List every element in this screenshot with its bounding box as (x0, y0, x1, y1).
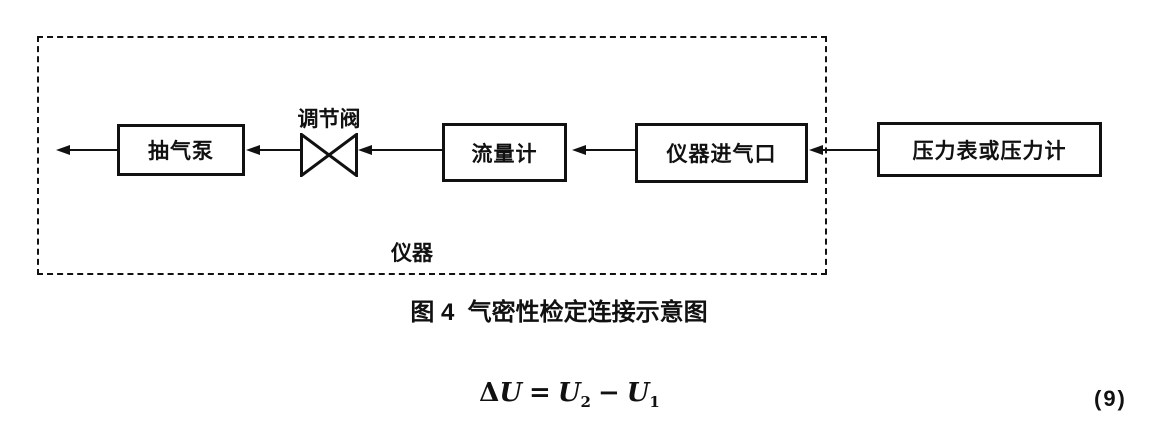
equation: ΔU=U2−U1 (427, 378, 712, 412)
equation-term2-var: U (557, 378, 581, 408)
arrow-left-icon (358, 145, 372, 155)
equation-equals: = (529, 378, 551, 408)
equation-term1-subscript: 1 (649, 393, 660, 412)
instrument-dashed-boundary (37, 36, 827, 275)
arrow-left-icon (246, 145, 260, 155)
equation-lhs-var: U (499, 378, 523, 408)
flow-meter-box: 流量计 (442, 123, 567, 182)
equation-term1-var: U (626, 378, 650, 408)
instrument-boundary-label: 仪器 (391, 242, 433, 265)
pressure-gauge-box: 压力表或压力计 (877, 122, 1102, 177)
pump-label: 抽气泵 (148, 140, 214, 163)
instrument-inlet-box: 仪器进气口 (635, 123, 808, 183)
arrow-left-icon (809, 145, 823, 155)
valve-icon (300, 133, 358, 177)
arrow-shaft (821, 149, 878, 151)
flow-meter-label: 流量计 (471, 142, 538, 166)
valve-label: 调节阀 (297, 108, 361, 131)
arrow-shaft (584, 149, 635, 151)
arrow-left-icon (572, 145, 586, 155)
arrow-shaft (370, 149, 442, 151)
arrow-left-icon (56, 145, 70, 155)
equation-delta: Δ (479, 378, 500, 408)
arrow-shaft (68, 149, 117, 151)
instrument-inlet-label: 仪器进气口 (666, 143, 777, 166)
pump-box: 抽气泵 (117, 124, 245, 176)
pressure-gauge-label: 压力表或压力计 (912, 139, 1067, 163)
figure-caption: 图 4 气密性检定连接示意图 (410, 299, 708, 326)
equation-term2-subscript: 2 (580, 393, 591, 412)
arrow-shaft (258, 149, 302, 151)
equation-number: (9) (1094, 386, 1127, 411)
equation-minus: − (597, 378, 620, 408)
